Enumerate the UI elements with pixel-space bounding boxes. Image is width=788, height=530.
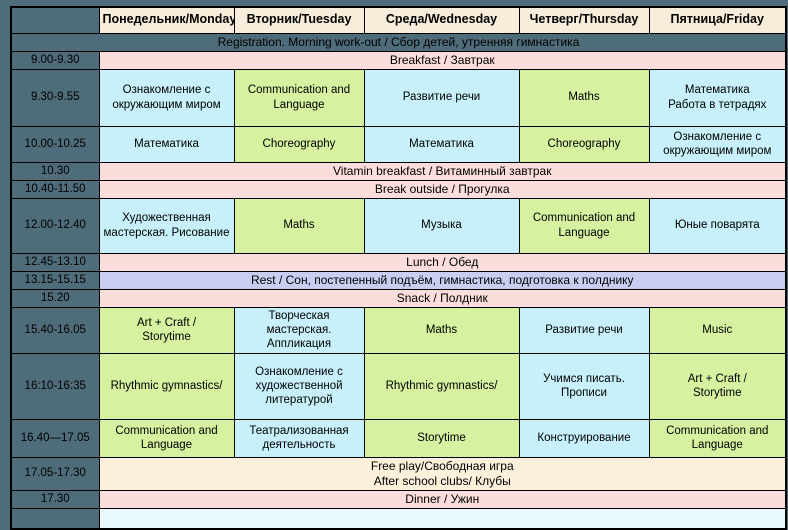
class-cell: Maths	[518, 68, 650, 127]
band-cell: Rest / Сон, постепенный подъём, гимнасти…	[98, 270, 787, 290]
class-cell: Развитие речи	[363, 68, 520, 127]
class-cell: Художественная мастерская. Рисование	[98, 197, 235, 254]
class-cell: Ознакомление с окружающим миром	[648, 125, 787, 163]
class-cell: Storytime	[363, 418, 520, 458]
class-cell: Rhythmic gymnastics/	[363, 352, 520, 420]
table-row	[10, 507, 787, 530]
class-cell: Ознакомление с окружающим миром	[98, 68, 235, 127]
band-cell: Lunch / Обед	[98, 252, 787, 272]
class-cell: Choreography	[518, 125, 650, 163]
class-cell: Maths	[233, 197, 365, 254]
day-header-monday: Понедельник/Monday	[98, 6, 235, 34]
band-cell: Vitamin breakfast / Витаминный завтрак	[98, 161, 787, 181]
time-cell: 15.20	[10, 288, 100, 308]
time-cell: 12.00-12.40	[10, 197, 100, 254]
band-cell: Breakfast / Завтрак	[98, 50, 787, 70]
band-cell: Snack / Полдник	[98, 288, 787, 308]
class-cell: Choreography	[233, 125, 365, 163]
band-cell	[98, 507, 787, 530]
time-cell: 9.30-9.55	[10, 68, 100, 127]
class-cell: Communication and Language	[98, 418, 235, 458]
class-cell: Art + Craft / Storytime	[648, 352, 787, 420]
day-header-friday: Пятница/Friday	[648, 6, 787, 34]
class-cell: Ознакомление с художественной литературо…	[233, 352, 365, 420]
time-cell	[10, 507, 100, 530]
time-cell: 16:10-16:35	[10, 352, 100, 420]
time-cell: 17.05-17.30	[10, 456, 100, 491]
class-cell: Математика	[98, 125, 235, 163]
class-cell: Юные поварята	[648, 197, 787, 254]
class-cell: Communication and Language	[233, 68, 365, 127]
table-row: Registration. Morning work-out / Сбор де…	[10, 32, 787, 52]
time-cell: 10.00-10.25	[10, 125, 100, 163]
time-cell: 16.40—17.05	[10, 418, 100, 458]
class-cell: Творческая мастерская. Аппликация	[233, 306, 365, 354]
class-cell: Maths	[363, 306, 520, 354]
class-cell: Математика Работа в тетрадях	[648, 68, 787, 127]
band-cell: Break outside / Прогулка	[98, 179, 787, 199]
class-cell: Музыка	[363, 197, 520, 254]
band-cell: Free play/Свободная игра After school cl…	[98, 456, 787, 491]
class-cell: Театрализованная деятельность	[233, 418, 365, 458]
day-header-tuesday: Вторник/Tuesday	[233, 6, 365, 34]
class-cell: Music	[648, 306, 787, 354]
day-header-thursday: Четверг/Thursday	[518, 6, 650, 34]
class-cell: Communication and Language	[648, 418, 787, 458]
time-cell: 15.40-16.05	[10, 306, 100, 354]
time-cell: 13.15-15.15	[10, 270, 100, 290]
class-cell: Математика	[363, 125, 520, 163]
class-cell: Communication and Language	[518, 197, 650, 254]
time-cell: 12.45-13.10	[10, 252, 100, 272]
class-cell: Art + Craft / Storytime	[98, 306, 235, 354]
class-cell: Развитие речи	[518, 306, 650, 354]
time-cell: 17.30	[10, 489, 100, 509]
time-cell: 9.00-9.30	[10, 50, 100, 70]
time-cell: 10.30	[10, 161, 100, 181]
class-cell: Rhythmic gymnastics/	[98, 352, 235, 420]
class-cell: Учимся писать. Прописи	[518, 352, 650, 420]
band-cell: Registration. Morning work-out / Сбор де…	[10, 32, 787, 52]
corner-cell	[10, 6, 100, 34]
time-cell: 10.40-11.50	[10, 179, 100, 199]
class-cell: Конструирование	[518, 418, 650, 458]
band-cell: Dinner / Ужин	[98, 489, 787, 509]
day-header-wednesday: Среда/Wednesday	[363, 6, 520, 34]
